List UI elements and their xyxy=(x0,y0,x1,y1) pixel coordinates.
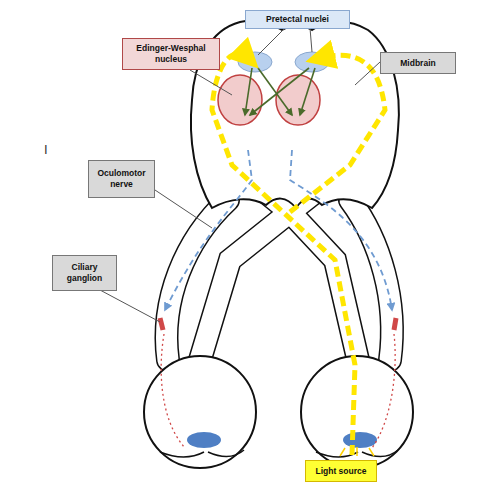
source-label-box: Light source xyxy=(305,460,377,482)
nuclei xyxy=(218,52,329,125)
ciliary-ganglion-marks xyxy=(160,318,396,330)
stray-mark: I xyxy=(44,142,48,157)
postganglionic-fibres xyxy=(161,334,395,448)
label-text: Oculomotor nerve xyxy=(92,168,151,189)
light-pathway xyxy=(212,54,385,455)
structure-label-box: Ciliary ganglion xyxy=(52,255,117,291)
structure-label-box: Midbrain xyxy=(380,52,456,74)
label-text: Midbrain xyxy=(400,58,435,69)
pretectal-projections xyxy=(245,68,315,115)
eyes xyxy=(144,356,413,468)
label-text: Ciliary ganglion xyxy=(56,262,113,283)
structure-label-box: Oculomotor nerve xyxy=(88,160,155,198)
nucleus-label-box: Pretectal nuclei xyxy=(245,10,350,29)
nucleus-label-box: Edinger-Wesphal nucleus xyxy=(122,38,220,70)
label-text: Edinger-Wesphal nucleus xyxy=(126,43,216,64)
oculomotor-pathway xyxy=(165,150,392,310)
label-text: Pretectal nuclei xyxy=(266,14,329,25)
label-text: Light source xyxy=(315,466,366,477)
midbrain-outline xyxy=(191,21,399,208)
light-rays xyxy=(340,447,374,456)
